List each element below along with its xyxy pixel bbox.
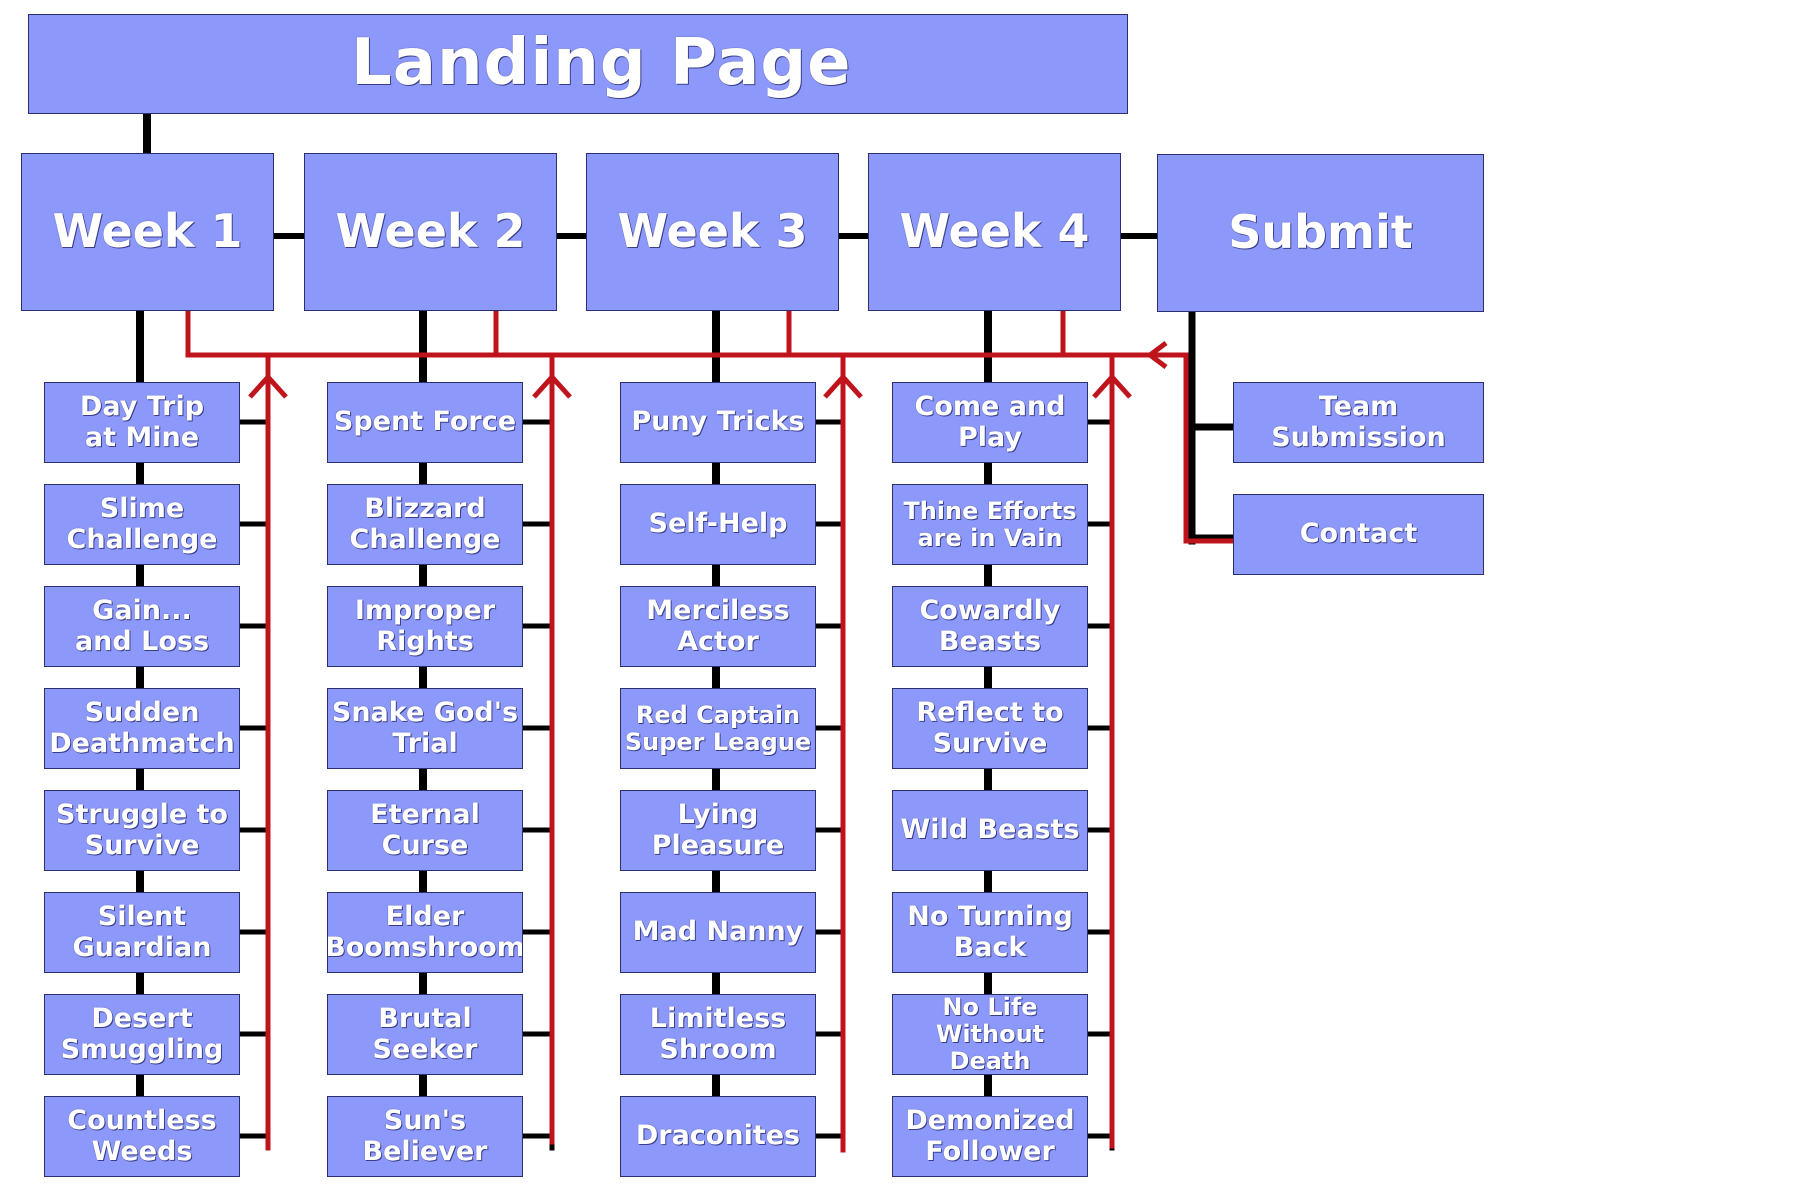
week-4-page-2[interactable]: Thine Efforts are in Vain	[892, 484, 1088, 565]
week-1-page-2[interactable]: Slime Challenge	[44, 484, 240, 565]
week-4-page-6[interactable]: No Turning Back	[892, 892, 1088, 973]
week-2-page-5[interactable]: Eternal Curse	[327, 790, 523, 871]
page-label: Improper Rights	[354, 595, 496, 657]
week-1-page-7[interactable]: Desert Smuggling	[44, 994, 240, 1075]
page-label: Slime Challenge	[66, 493, 218, 555]
page-label: Cowardly Beasts	[919, 595, 1061, 657]
submit-box[interactable]: Submit	[1157, 154, 1484, 312]
page-label: Red Captain Super League	[624, 700, 812, 756]
week-1-page-3[interactable]: Gain... and Loss	[44, 586, 240, 667]
page-label: Struggle to Survive	[56, 799, 228, 861]
landing-page-label: Landing Page	[351, 26, 852, 101]
page-label: Reflect to Survive	[916, 697, 1064, 759]
week-3-page-2[interactable]: Self-Help	[620, 484, 816, 565]
week-2-page-6[interactable]: Elder Boomshroom	[327, 892, 523, 973]
page-label: Mad Nanny	[632, 916, 804, 948]
page-label: Day Trip at Mine	[79, 391, 205, 453]
team-submission-box[interactable]: Team Submission	[1233, 382, 1484, 463]
page-label: Snake God's Trial	[331, 697, 519, 759]
week-3-box[interactable]: Week 3	[586, 153, 839, 311]
contact-box[interactable]: Contact	[1233, 494, 1484, 575]
page-label: Lying Pleasure	[651, 799, 785, 861]
week-2-page-2[interactable]: Blizzard Challenge	[327, 484, 523, 565]
week-1-label: Week 1	[52, 204, 243, 259]
week-4-page-7[interactable]: No Life Without Death	[892, 994, 1088, 1075]
week-1-page-8[interactable]: Countless Weeds	[44, 1096, 240, 1177]
page-label: Self-Help	[648, 508, 788, 540]
page-label: Wild Beasts	[900, 814, 1080, 846]
week-3-page-6[interactable]: Mad Nanny	[620, 892, 816, 973]
return-arrow-head	[1147, 341, 1168, 369]
week-4-page-8[interactable]: Demonized Follower	[892, 1096, 1088, 1177]
return-arrow-head	[248, 374, 288, 399]
page-label: Limitless Shroom	[649, 1003, 787, 1065]
page-label: Brutal Seeker	[372, 1003, 478, 1065]
page-label: Eternal Curse	[370, 799, 480, 861]
week-3-page-3[interactable]: Merciless Actor	[620, 586, 816, 667]
week-3-page-4[interactable]: Red Captain Super League	[620, 688, 816, 769]
page-label: Sudden Deathmatch	[49, 697, 235, 759]
week-2-label: Week 2	[335, 204, 526, 259]
week-4-page-4[interactable]: Reflect to Survive	[892, 688, 1088, 769]
week-3-page-5[interactable]: Lying Pleasure	[620, 790, 816, 871]
return-arrow-head	[823, 374, 863, 399]
page-label: Puny Tricks	[631, 406, 805, 438]
page-label: Gain... and Loss	[74, 595, 210, 657]
week-4-label: Week 4	[899, 204, 1090, 259]
week-3-label: Week 3	[617, 204, 808, 259]
return-arrow-head	[532, 374, 572, 399]
page-label: Countless Weeds	[67, 1105, 217, 1167]
week-1-page-5[interactable]: Struggle to Survive	[44, 790, 240, 871]
week-3-page-8[interactable]: Draconites	[620, 1096, 816, 1177]
page-label: Merciless Actor	[646, 595, 790, 657]
week-4-box[interactable]: Week 4	[868, 153, 1121, 311]
page-label: Elder Boomshroom	[327, 901, 523, 963]
week-2-page-3[interactable]: Improper Rights	[327, 586, 523, 667]
page-label: Draconites	[635, 1120, 801, 1152]
week-1-page-4[interactable]: Sudden Deathmatch	[44, 688, 240, 769]
week-2-page-1[interactable]: Spent Force	[327, 382, 523, 463]
team-submission-label: Team Submission	[1271, 391, 1446, 453]
page-label: No Life Without Death	[935, 994, 1045, 1075]
week-1-page-6[interactable]: Silent Guardian	[44, 892, 240, 973]
week-2-page-8[interactable]: Sun's Believer	[327, 1096, 523, 1177]
page-label: Spent Force	[333, 406, 517, 438]
week-1-box[interactable]: Week 1	[21, 153, 274, 311]
week-1-page-1[interactable]: Day Trip at Mine	[44, 382, 240, 463]
week-4-page-5[interactable]: Wild Beasts	[892, 790, 1088, 871]
week-2-box[interactable]: Week 2	[304, 153, 557, 311]
page-label: No Turning Back	[907, 901, 1073, 963]
page-label: Come and Play	[914, 391, 1066, 453]
landing-page-box[interactable]: Landing Page	[28, 14, 1128, 114]
week-3-page-1[interactable]: Puny Tricks	[620, 382, 816, 463]
page-label: Thine Efforts are in Vain	[903, 496, 1077, 552]
page-label: Silent Guardian	[72, 901, 212, 963]
week-2-page-4[interactable]: Snake God's Trial	[327, 688, 523, 769]
week-4-page-1[interactable]: Come and Play	[892, 382, 1088, 463]
page-label: Sun's Believer	[362, 1105, 488, 1167]
contact-label: Contact	[1299, 518, 1418, 550]
week-4-page-3[interactable]: Cowardly Beasts	[892, 586, 1088, 667]
submit-label: Submit	[1228, 205, 1413, 260]
page-label: Blizzard Challenge	[349, 493, 501, 555]
return-arrow-head	[1092, 374, 1132, 399]
page-label: Desert Smuggling	[60, 1003, 224, 1065]
week-3-page-7[interactable]: Limitless Shroom	[620, 994, 816, 1075]
week-2-page-7[interactable]: Brutal Seeker	[327, 994, 523, 1075]
page-label: Demonized Follower	[905, 1105, 1075, 1167]
